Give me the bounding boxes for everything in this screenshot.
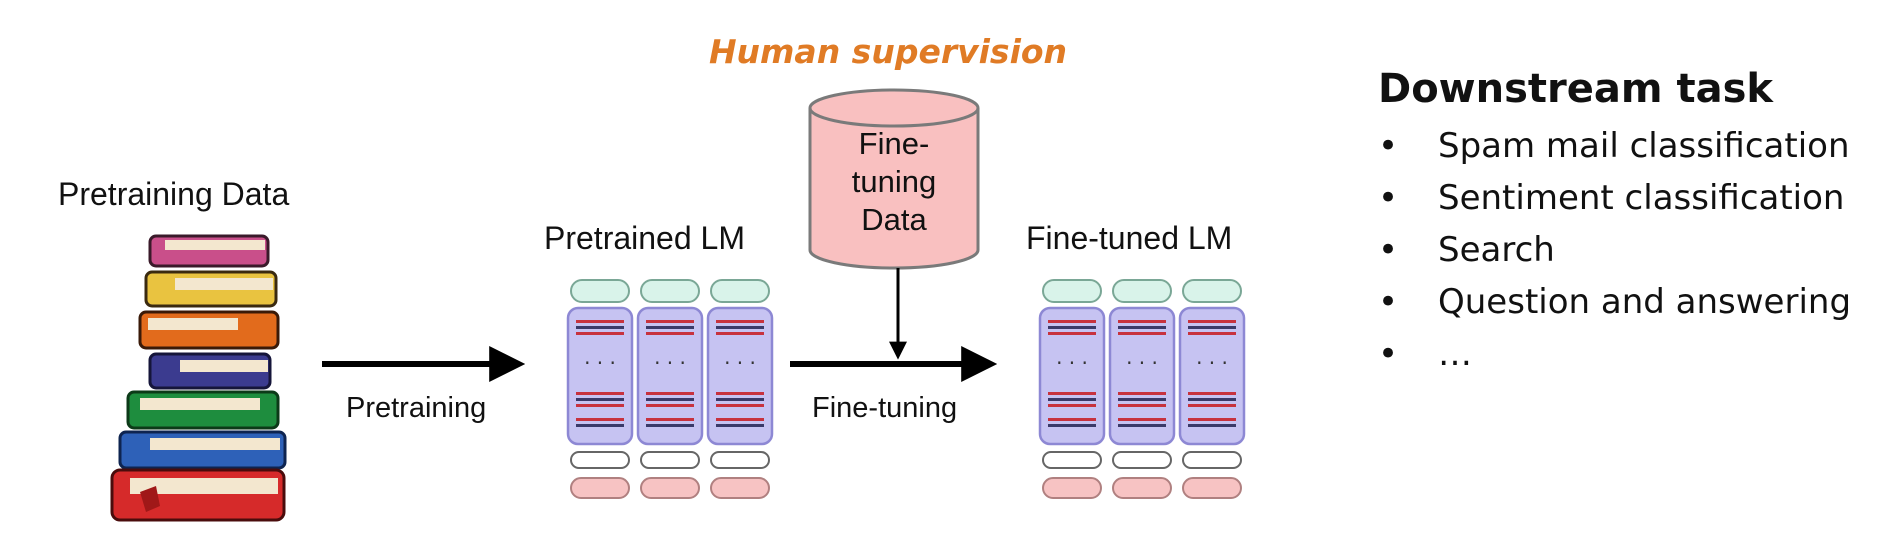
- list-item: • Sentiment classification: [1378, 178, 1851, 230]
- bullet-icon: •: [1378, 230, 1399, 270]
- transformer-column: · · ·: [1108, 279, 1176, 499]
- finetuned-lm-model: · · · · · · · · ·: [1038, 279, 1246, 499]
- bullet-icon: •: [1378, 334, 1399, 374]
- list-item: • Search: [1378, 230, 1851, 282]
- task-label: Question and answering: [1438, 282, 1852, 322]
- finetuning-data-line: Data: [861, 202, 927, 237]
- task-label: Search: [1438, 230, 1555, 270]
- finetuning-data-line: tuning: [851, 164, 937, 199]
- human-supervision-label: Human supervision: [708, 32, 1068, 71]
- list-item: •…: [1378, 334, 1851, 386]
- finetuning-data-line: Fine-: [858, 126, 930, 161]
- transformer-column: · · ·: [1038, 279, 1106, 499]
- transformer-column: · · ·: [566, 279, 634, 499]
- finetuning-data-label: Fine- tuning Data: [812, 125, 976, 239]
- bullet-icon: •: [1378, 178, 1399, 218]
- bullet-icon: •: [1378, 126, 1399, 166]
- transformer-column: · · ·: [1178, 279, 1246, 499]
- downstream-task-list: • Spam mail classification • Sentiment cla…: [1378, 126, 1851, 386]
- transformer-column: · · ·: [706, 279, 774, 499]
- list-item: • Spam mail classification: [1378, 126, 1851, 178]
- finetuning-arrow-label: Fine-tuning: [812, 392, 958, 424]
- pretraining-data-label: Pretraining Data: [58, 176, 290, 212]
- list-item: • Question and answering: [1378, 282, 1851, 334]
- finetuning-data-cylinder: [808, 88, 980, 270]
- svg-text:· · ·: · · ·: [1196, 351, 1228, 375]
- svg-text:· · ·: · · ·: [1056, 351, 1088, 375]
- transformer-column: · · ·: [636, 279, 704, 499]
- pretraining-arrow-label: Pretraining: [346, 392, 487, 424]
- downstream-task-title: Downstream task: [1378, 66, 1774, 112]
- task-label: Spam mail classification: [1438, 126, 1850, 166]
- pretrained-lm-label: Pretrained LM: [544, 220, 745, 256]
- svg-text:· · ·: · · ·: [724, 351, 756, 375]
- pretrained-lm-model: · · · · · · · · ·: [566, 279, 774, 499]
- svg-text:· · ·: · · ·: [654, 351, 686, 375]
- bullet-icon: •: [1378, 282, 1399, 322]
- finetuned-lm-label: Fine-tuned LM: [1026, 220, 1233, 256]
- task-label: Sentiment classification: [1438, 178, 1845, 218]
- svg-text:· · ·: · · ·: [1126, 351, 1158, 375]
- svg-text:· · ·: · · ·: [584, 351, 616, 375]
- task-label: …: [1438, 334, 1472, 374]
- book-stack-icon: [110, 234, 287, 522]
